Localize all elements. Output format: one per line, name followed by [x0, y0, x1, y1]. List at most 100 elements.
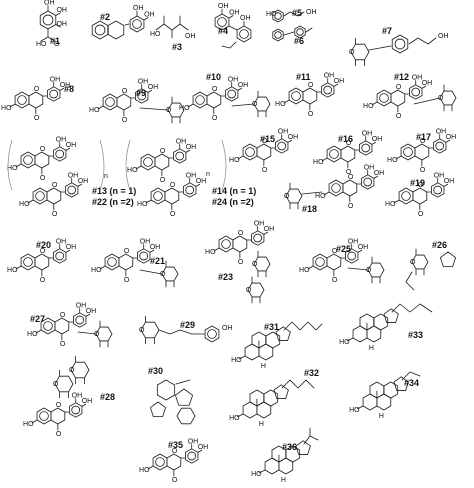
aromatic-ring-circle [55, 149, 65, 159]
atom-label: HO [275, 101, 286, 108]
ring [431, 182, 445, 198]
compound-label: #35 [168, 440, 183, 450]
aromatic-ring-circle [291, 91, 301, 101]
atom-label: OH [176, 138, 187, 145]
atom-label: HO [1, 105, 12, 112]
atom-label: O [420, 167, 426, 174]
ring [326, 253, 342, 271]
bond [413, 97, 441, 105]
atom-label: HO [385, 201, 396, 208]
compound-label: #31 [264, 322, 279, 332]
bond [197, 449, 203, 453]
atom-label: OH [228, 76, 239, 83]
atom-label: HO [205, 249, 216, 256]
repeat-bracket [125, 139, 131, 191]
atom-label: OH [438, 33, 449, 40]
compound-label: #33 [408, 330, 423, 340]
aromatic-ring-circle [132, 19, 142, 29]
ring [116, 93, 132, 111]
ring [150, 187, 166, 205]
ring [265, 331, 281, 349]
atom-label: OH [44, 0, 55, 7]
bond [287, 139, 293, 143]
atom-label: OH [186, 144, 197, 151]
compound-label: #12 [394, 72, 409, 82]
atom-label: O [160, 177, 166, 184]
bond [9, 103, 16, 108]
ring [39, 10, 57, 30]
compound-6: #6 [272, 25, 313, 46]
atom-label: O [122, 88, 128, 95]
compound-label: #4 [218, 26, 228, 36]
side-chain [221, 41, 237, 49]
atom-label: OH [144, 12, 155, 19]
aromatic-ring-circle [363, 177, 373, 187]
atom-label: OH [56, 136, 67, 143]
aromatic-ring-circle [296, 28, 304, 36]
ring [376, 89, 392, 107]
ring [391, 34, 409, 54]
aromatic-ring-circle [347, 251, 357, 261]
bond [238, 355, 246, 360]
ring [185, 448, 199, 464]
ring [326, 145, 342, 163]
ring [54, 317, 70, 335]
atom-label: O [332, 277, 338, 284]
compound-label: #23 [218, 272, 233, 282]
atom-label: OH [50, 76, 61, 83]
aromatic-ring-circle [227, 89, 237, 99]
bond [40, 36, 49, 42]
compound-label: #14 (n = 1) [212, 186, 256, 196]
atom-label: O [60, 341, 66, 348]
aromatic-ring-circle [71, 405, 81, 415]
aromatic-ring-circle [175, 151, 185, 161]
atom-label: O [349, 49, 355, 56]
atom-label: O [262, 138, 268, 145]
atom-label: HO [387, 157, 398, 164]
atom-label: O [160, 148, 166, 155]
compound-label: #2 [100, 12, 110, 22]
ring [69, 402, 83, 418]
atom-label: OH [364, 164, 375, 171]
atom-label: O [160, 271, 166, 278]
bond [357, 249, 363, 253]
atom-label: HO [363, 103, 374, 110]
atom-label: OH [133, 5, 144, 12]
atom-label: OH [60, 82, 70, 89]
atom-label: HO [299, 267, 310, 274]
atom-label: OH [446, 134, 457, 141]
compound-label: #19 [410, 178, 425, 188]
atom-label: OH [278, 128, 289, 135]
atom-label: H [281, 477, 286, 484]
atom-label: OH [306, 9, 317, 16]
aromatic-ring-circle [139, 251, 149, 261]
atom-label: HO [266, 11, 277, 18]
ring [359, 140, 373, 156]
atom-label: O [166, 107, 172, 114]
ring [149, 401, 167, 417]
bond [373, 175, 379, 179]
bond [175, 379, 191, 385]
bond [27, 199, 34, 204]
bond [356, 405, 364, 410]
atom-label: OH [185, 33, 196, 40]
atom-label: HO [231, 357, 242, 364]
ring [20, 253, 36, 271]
aromatic-ring-circle [187, 451, 197, 461]
aromatic-ring-circle [315, 257, 325, 267]
aromatic-ring-circle [403, 147, 413, 157]
atom-label: O [139, 327, 145, 334]
bond [65, 147, 71, 151]
aromatic-ring-circle [43, 321, 53, 331]
atom-label: OH [374, 170, 385, 177]
atom-label: O [124, 277, 130, 284]
